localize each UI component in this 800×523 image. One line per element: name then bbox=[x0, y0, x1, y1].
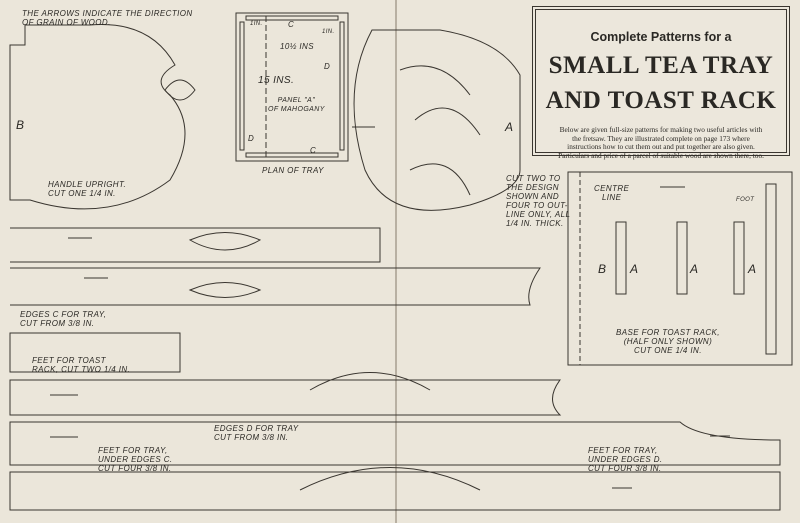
base-note: BASE FOR TOAST RACK, (HALF ONLY SHOWN) C… bbox=[616, 328, 720, 355]
edges-c-note: EDGES C FOR TRAY, CUT FROM 3/8 IN. bbox=[20, 310, 107, 328]
label-a1: A bbox=[630, 262, 639, 276]
plan-panel: PANEL "A" OF MAHOGANY bbox=[268, 97, 325, 113]
toast-rack-base bbox=[567, 171, 793, 366]
plan-d-left: D bbox=[248, 134, 255, 143]
plan-length: 15 INS. bbox=[258, 75, 295, 86]
plan-c-bottom: C bbox=[310, 146, 317, 155]
edges-d-note: EDGES D FOR TRAY CUT FROM 3/8 IN. bbox=[214, 424, 299, 442]
cut-two-note: CUT TWO TO THE DESIGN SHOWN AND FOUR TO … bbox=[506, 174, 571, 228]
plan-caption: PLAN OF TRAY bbox=[262, 166, 324, 175]
edge-d-2 bbox=[9, 421, 781, 466]
foot-label: FOOT bbox=[736, 197, 755, 203]
plan-c-top: C bbox=[288, 20, 295, 29]
edge-c-fretwork bbox=[188, 232, 262, 298]
plan-width: 10½ INS bbox=[280, 42, 314, 51]
title-box: Complete Patterns for a SMALL TEA TRAY A… bbox=[532, 6, 790, 160]
handle-a-outline bbox=[353, 29, 521, 211]
feet-toast-note: FEET FOR TOAST RACK, CUT TWO 1/4 IN. bbox=[32, 356, 131, 374]
label-b-base: B bbox=[598, 262, 607, 276]
edge-c-2 bbox=[10, 267, 541, 306]
label-a2: A bbox=[690, 262, 699, 276]
edge-c-1 bbox=[10, 227, 381, 263]
grain-note: THE ARROWS INDICATE THE DIRECTION OF GRA… bbox=[22, 9, 193, 27]
title-line-2: AND TOAST RACK bbox=[545, 87, 777, 114]
plan-d-right: D bbox=[324, 62, 331, 71]
plan-of-tray bbox=[235, 12, 349, 162]
edge-d-1 bbox=[9, 379, 562, 416]
grain-arrows bbox=[50, 126, 730, 489]
plan-1in-right: 1IN. bbox=[322, 29, 335, 35]
handle-b-outline bbox=[9, 24, 186, 210]
toast-rack-foot bbox=[9, 332, 181, 373]
label-b: B bbox=[16, 118, 25, 132]
centre-line-label: CENTRE LINE bbox=[594, 184, 630, 202]
plan-1in-left: 1IN. bbox=[250, 21, 263, 27]
label-a: A bbox=[505, 120, 514, 134]
edge-d-3 bbox=[9, 471, 781, 511]
feet-d-note: FEET FOR TRAY, UNDER EDGES D. CUT FOUR 3… bbox=[588, 446, 663, 473]
title-subtitle: Complete Patterns for a bbox=[590, 30, 732, 44]
title-line-1: SMALL TEA TRAY bbox=[548, 52, 774, 79]
handle-note: HANDLE UPRIGHT. CUT ONE 1/4 IN. bbox=[48, 180, 127, 198]
edge-d-fretwork bbox=[299, 372, 481, 491]
handle-a-fretwork bbox=[399, 65, 481, 196]
label-a3: A bbox=[748, 262, 757, 276]
feet-c-note: FEET FOR TRAY, UNDER EDGES C. CUT FOUR 3… bbox=[98, 446, 173, 473]
title-description: Below are given full-size patterns for m… bbox=[558, 125, 764, 160]
handle-hole bbox=[164, 79, 196, 101]
